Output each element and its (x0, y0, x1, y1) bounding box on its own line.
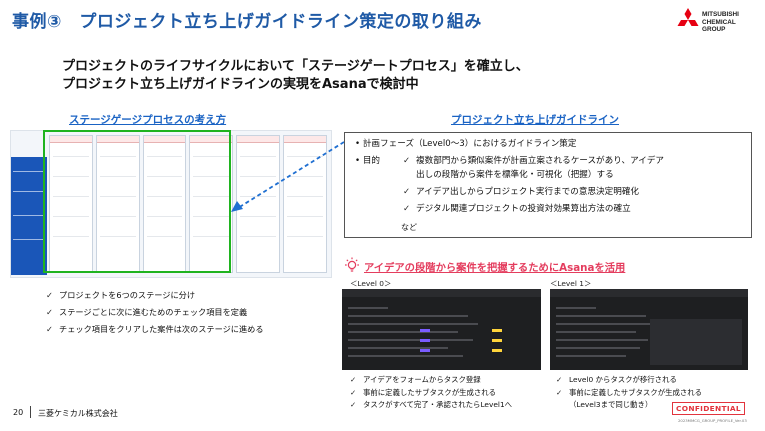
level0-label: ＜Level 0＞ (350, 279, 392, 288)
list-item: （Level3まで同じ動き） (569, 400, 653, 409)
stage-gate-title: ステージゲージプロセスの考え方 (69, 114, 227, 126)
list-item: ✓アイデア出しからプロジェクト実行までの意思決定明確化 (403, 187, 640, 197)
list-item: ✓プロジェクトを6つのステージに分け (46, 290, 196, 300)
asana-headline: アイデアの段階から案件を把握するためにAsanaを活用 (343, 257, 625, 275)
list-item: ✓事前に定義したサブタスクが生成される (556, 387, 703, 397)
lightbulb-icon (345, 257, 359, 272)
headline-line-2: プロジェクト立ち上げガイドラインの実現をAsanaで検討中 (62, 77, 419, 92)
level1-bullets: ✓Level0 からタスクが移行される ✓事前に定義したサブタスクが生成される … (556, 374, 702, 412)
stage-gate-bullets: ✓プロジェクトを6つのステージに分け ✓ステージごとに次に進むためのチェック項目… (46, 287, 264, 338)
list-item: ✓Level0 からタスクが移行される (556, 375, 677, 384)
confidential-badge: CONFIDENTIAL (672, 402, 745, 415)
stage-sidebar (11, 157, 47, 275)
company-logo: MITSUBISHI CHEMICAL GROUP (676, 4, 760, 42)
list-item: 出しの段階から案件を標準化・可視化（把握）する (416, 170, 614, 180)
list-item: ✓複数部門から類似案件が計画立案されるケースがあり、アイデア (403, 156, 665, 166)
level0-screenshot (342, 289, 541, 370)
list-item: ✓タスクがすべて完了・承認されたらLevel1へ (350, 400, 513, 409)
purpose-label: • 目的 (355, 156, 381, 166)
three-diamonds-logo-icon (677, 8, 699, 26)
headline-line-1: プロジェクトのライフサイクルにおいて「ステージゲートプロセス」を確立し、 (62, 59, 529, 74)
stage-columns (49, 135, 327, 273)
list-item: ✓ステージごとに次に進むためのチェック項目を定義 (46, 307, 248, 317)
company-name: 三菱ケミカル株式会社 (38, 409, 118, 418)
etc-text: など (401, 223, 417, 232)
stage-column (189, 135, 234, 273)
level1-screenshot (550, 289, 748, 370)
list-item: ✓アイデアをフォームからタスク登録 (350, 375, 481, 384)
list-item: ✓チェック項目をクリアした案件は次のステージに進める (46, 324, 264, 334)
stage-column (95, 135, 140, 273)
highlight-frame (43, 130, 231, 273)
stage-column (142, 135, 187, 273)
level1-label: ＜Level 1＞ (550, 279, 592, 288)
logo-text: MITSUBISHI CHEMICAL GROUP (702, 11, 739, 33)
stage-column (236, 135, 281, 273)
stage-gate-diagram-image (10, 130, 332, 278)
stage-column (283, 135, 327, 273)
list-item: ✓事前に定義したサブタスクが生成される (350, 387, 497, 397)
headline: プロジェクトのライフサイクルにおいて「ステージゲートプロセス」を確立し、 プロジ… (62, 58, 529, 94)
list-item: ✓デジタル関連プロジェクトの投資対効果算出方法の確立 (403, 204, 631, 214)
connector-arrow-icon (231, 141, 345, 212)
page-number: 20 (13, 408, 24, 417)
page-title: 事例③ プロジェクト立ち上げガイドライン策定の取り組み (12, 12, 482, 32)
guideline-title: プロジェクト立ち上げガイドライン (451, 114, 619, 126)
guideline-policy: • 計画フェーズ（Level0〜3）におけるガイドライン策定 (355, 139, 577, 149)
footer-divider (30, 406, 31, 418)
level0-bullets: ✓アイデアをフォームからタスク登録 ✓事前に定義したサブタスクが生成される ✓タ… (350, 374, 512, 412)
guideline-box: • 計画フェーズ（Level0〜3）におけるガイドライン策定 • 目的 ✓複数部… (344, 132, 752, 238)
footnote-text: 2023MMCG_GROUP_PROFILE_Ver.03 (678, 418, 747, 423)
